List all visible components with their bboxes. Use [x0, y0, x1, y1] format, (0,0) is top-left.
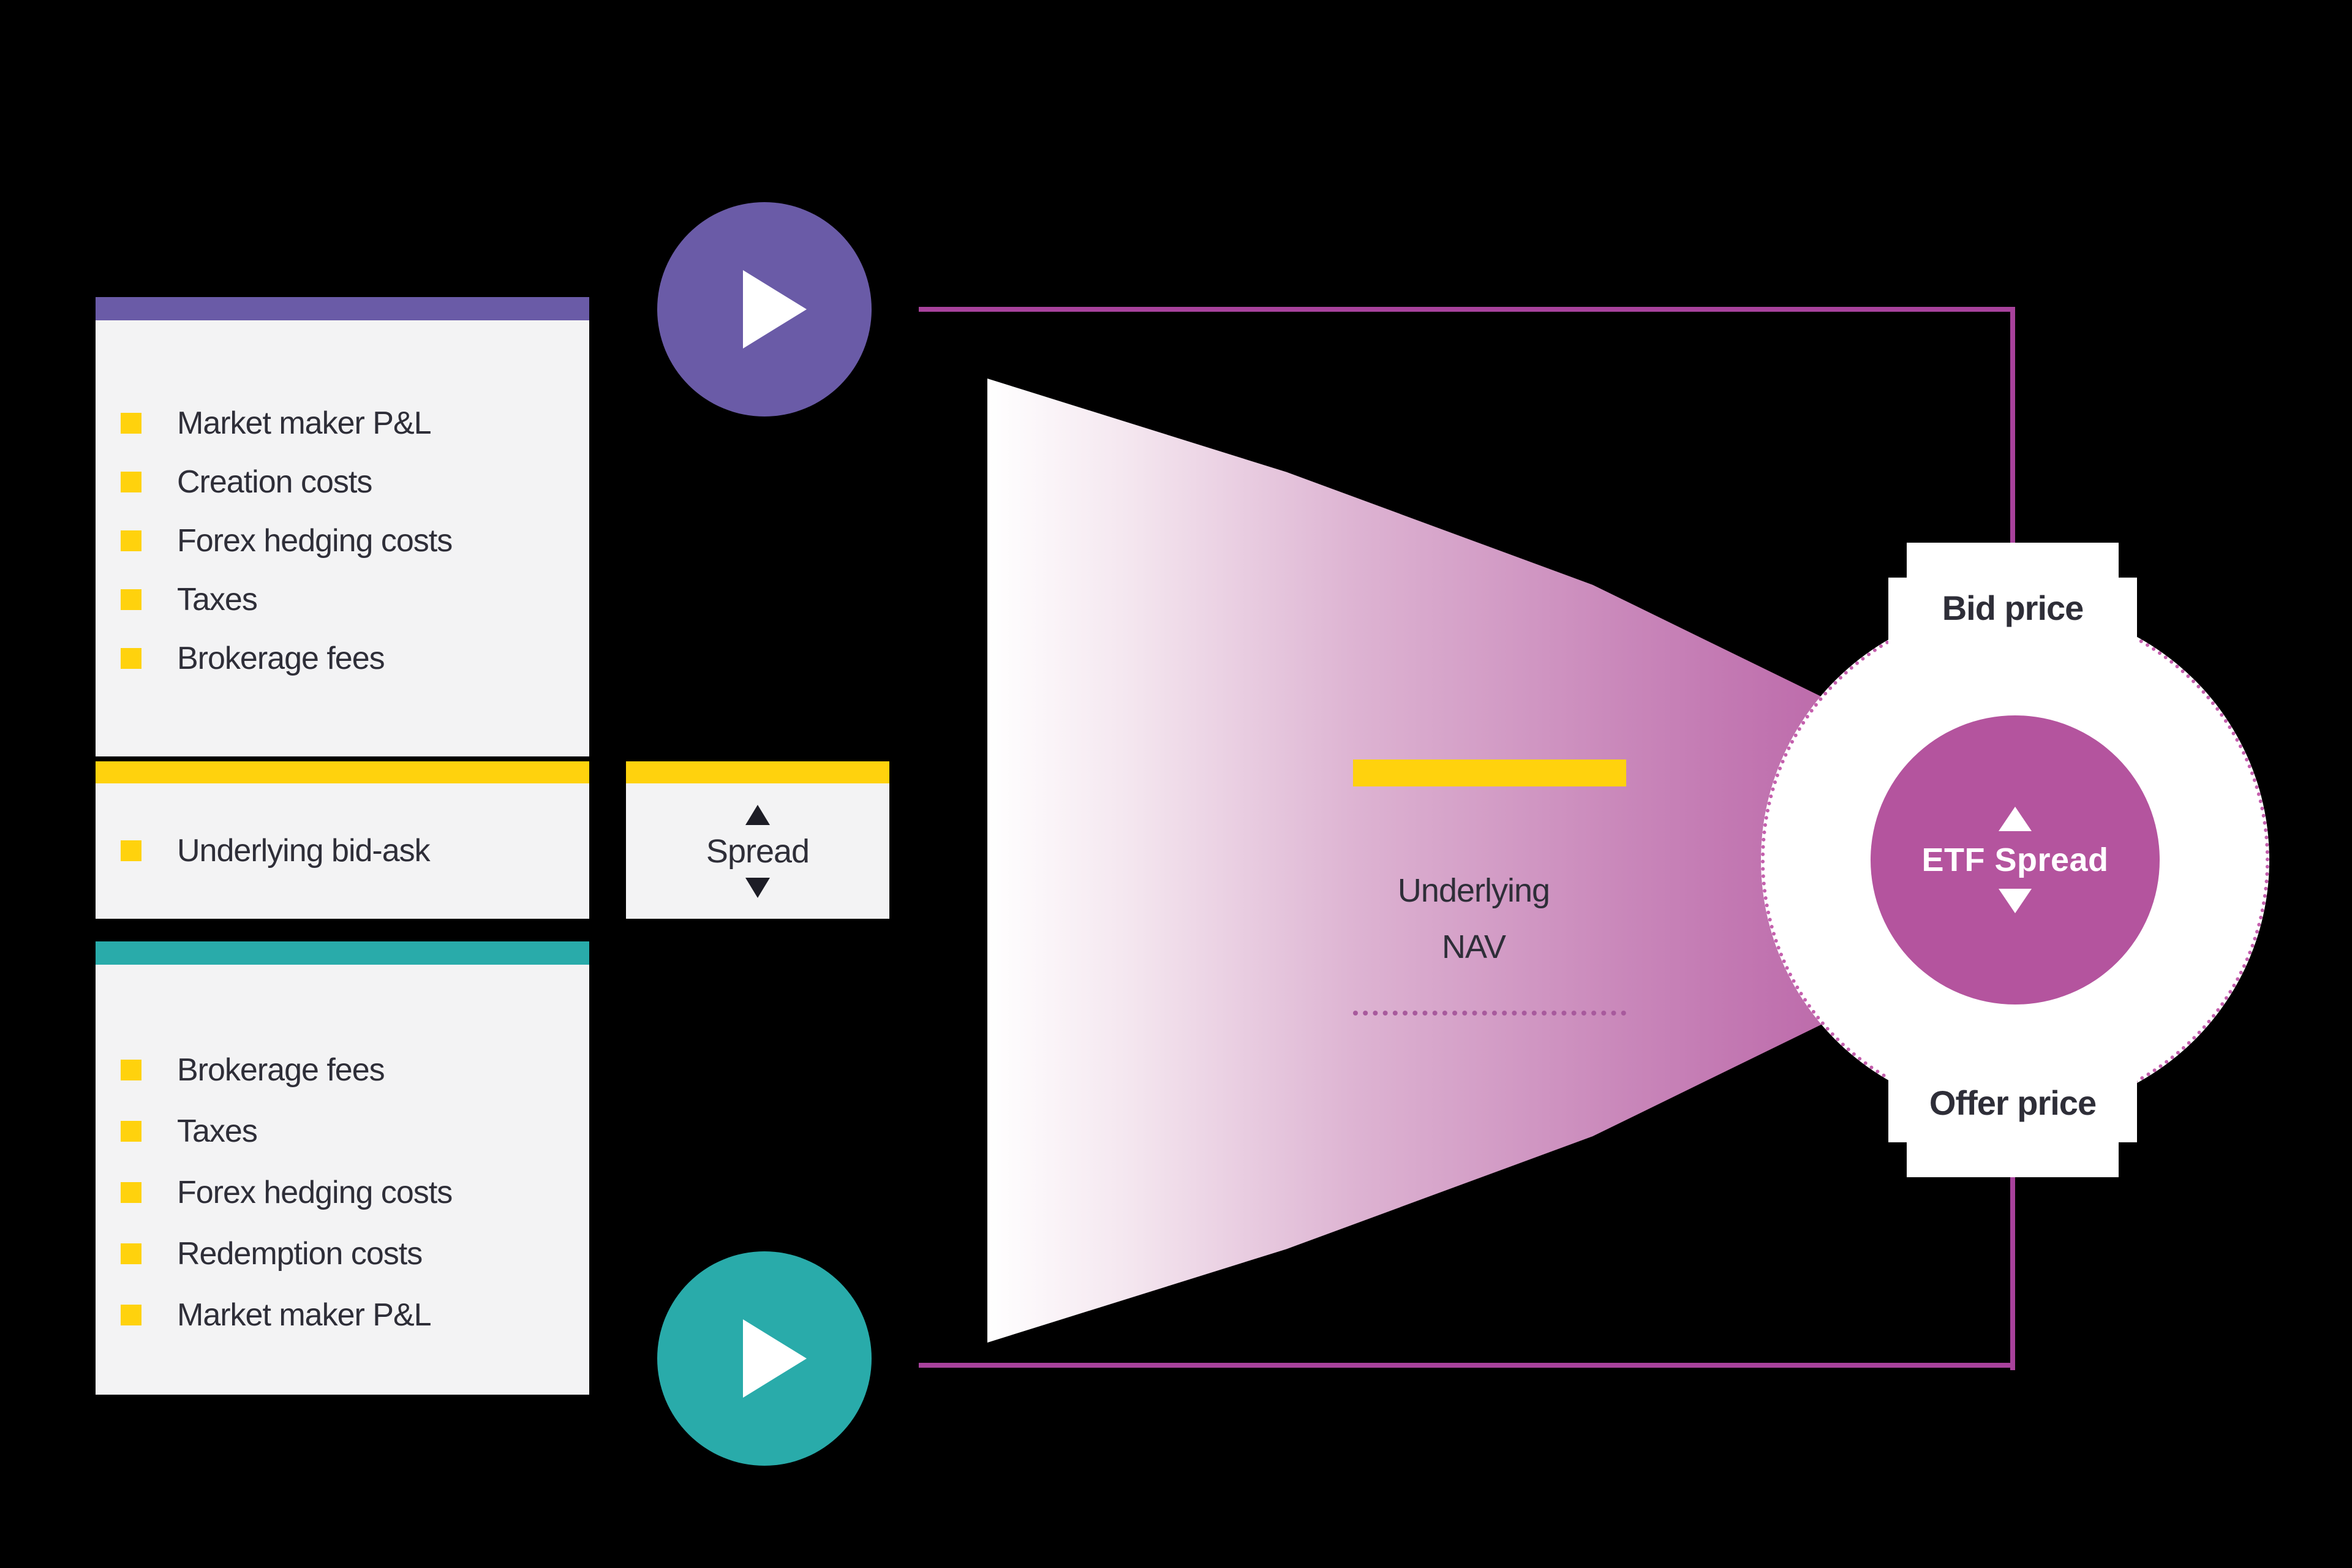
list-item: Forex hedging costs	[96, 1162, 589, 1223]
list-item-label: Redemption costs	[177, 1236, 423, 1272]
list-item: Redemption costs	[96, 1223, 589, 1284]
bracket-line-bottom	[919, 1363, 2015, 1368]
list-item: Taxes	[96, 1101, 589, 1162]
bullet-icon	[121, 413, 141, 434]
list-item-label: Creation costs	[177, 464, 372, 500]
bullet-icon	[121, 1182, 141, 1203]
list-item-label: Taxes	[177, 582, 258, 617]
play-button-bottom[interactable]	[657, 1251, 872, 1466]
list-item-label: Market maker P&L	[177, 1297, 432, 1333]
creation-panel-header-bar	[96, 297, 589, 320]
redemption-costs-panel: Brokerage fees Taxes Forex hedging costs…	[96, 941, 589, 1395]
underlying-panel-header-bar	[96, 761, 589, 783]
bullet-icon	[121, 840, 141, 861]
list-item-label: Forex hedging costs	[177, 1175, 453, 1210]
etf-spread-circle: ETF Spread	[1871, 715, 2160, 1005]
list-item: Forex hedging costs	[96, 511, 589, 570]
offer-price-label: Offer price	[1929, 1084, 2097, 1122]
list-item-label: Market maker P&L	[177, 405, 432, 441]
bid-price-label: Bid price	[1942, 589, 2084, 627]
spread-panel-header-bar	[626, 761, 889, 783]
list-item: Creation costs	[96, 453, 589, 511]
list-item-label: Underlying bid-ask	[177, 833, 431, 869]
bracket-line-top	[919, 307, 2015, 312]
up-arrow-icon	[745, 804, 770, 825]
bullet-icon	[121, 648, 141, 669]
creation-costs-panel: Market maker P&L Creation costs Forex he…	[96, 297, 589, 756]
list-item: Brokerage fees	[96, 629, 589, 688]
down-arrow-icon	[745, 877, 770, 898]
underlying-bid-ask-panel: Underlying bid-ask	[96, 761, 589, 919]
list-item-label: Taxes	[177, 1114, 258, 1149]
up-arrow-icon	[1999, 807, 2032, 831]
underlying-nav-bar	[1353, 760, 1626, 786]
list-item: Underlying bid-ask	[96, 821, 589, 880]
list-item-label: Forex hedging costs	[177, 523, 453, 559]
play-icon	[743, 1319, 807, 1398]
bullet-icon	[121, 1060, 141, 1080]
list-item: Market maker P&L	[96, 394, 589, 453]
list-item-label: Brokerage fees	[177, 641, 385, 676]
play-button-top[interactable]	[657, 202, 872, 417]
etf-spread-label: ETF Spread	[1921, 842, 2109, 878]
bullet-icon	[121, 1243, 141, 1264]
down-arrow-icon	[1999, 889, 2032, 913]
list-item-label: Brokerage fees	[177, 1052, 385, 1088]
underlying-nav-line2: NAV	[1441, 929, 1506, 965]
underlying-nav-dotted-line	[1353, 1011, 1626, 1016]
underlying-nav-line1: Underlying	[1397, 872, 1550, 909]
spread-panel: Spread	[626, 761, 889, 919]
bullet-icon	[121, 472, 141, 492]
list-item: Market maker P&L	[96, 1284, 589, 1346]
list-item: Taxes	[96, 570, 589, 629]
bullet-icon	[121, 1121, 141, 1142]
underlying-nav-label: Underlying NAV	[1321, 862, 1627, 975]
bullet-icon	[121, 530, 141, 551]
redemption-panel-header-bar	[96, 941, 589, 965]
list-item: Brokerage fees	[96, 1039, 589, 1101]
play-icon	[743, 270, 807, 349]
bullet-icon	[121, 589, 141, 610]
bullet-icon	[121, 1305, 141, 1325]
spread-label: Spread	[706, 832, 810, 870]
